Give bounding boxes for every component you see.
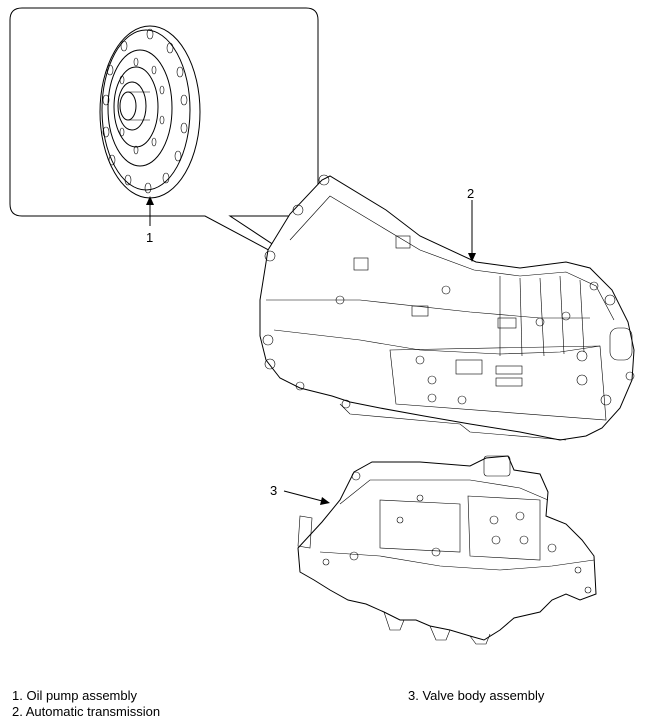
callout-number-1: 1: [146, 230, 154, 245]
legend-item-valve-body: 3. Valve body assembly: [408, 688, 545, 703]
parts-legend-left: 1. Oil pump assembly 2. Automatic transm…: [12, 688, 160, 720]
leader-line-1: [146, 196, 154, 226]
callout-number-2: 2: [467, 186, 475, 201]
leader-line-3: [283, 490, 330, 505]
callout-number-3: 3: [270, 483, 278, 498]
leader-line-2: [468, 200, 476, 262]
valve-body-assembly: [297, 455, 597, 645]
legend-item-oil-pump: 1. Oil pump assembly: [12, 688, 137, 703]
automatic-transmission: [259, 174, 635, 441]
legend-item-automatic-transmission: 2. Automatic transmission: [12, 704, 161, 719]
parts-legend-right: 3. Valve body assembly: [408, 688, 544, 704]
exploded-parts-diagram: [9, 7, 635, 645]
